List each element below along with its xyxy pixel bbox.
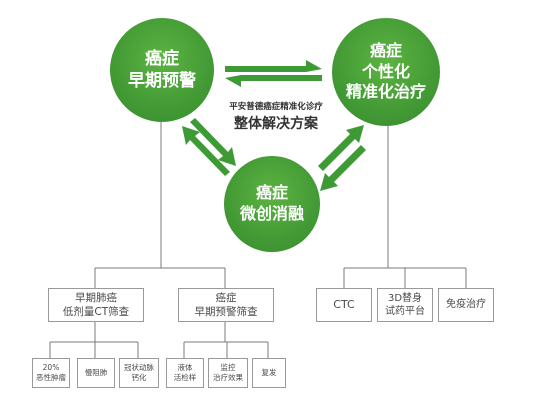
arrow-right-up-icon — [318, 125, 364, 171]
group-early-warning-screening-line1: 癌症 — [215, 291, 237, 304]
circle-precision-treatment: 癌症 个性化 精准化治疗 — [332, 18, 440, 126]
child-copd: 慢阻肺 — [77, 358, 115, 388]
child-liquid-biopsy-line2: 活检样 — [173, 373, 197, 382]
arrow-right-down-icon — [320, 145, 366, 191]
circle-early-warning-line1: 癌症 — [145, 48, 179, 69]
group-early-warning-screening: 癌症 早期预警筛查 — [178, 288, 274, 322]
arrow-top-right-icon — [225, 60, 322, 72]
circle-early-warning: 癌症 早期预警 — [110, 18, 214, 122]
child-coronary-calcification-line2: 钙化 — [131, 373, 147, 382]
item-immunotherapy-line1: 免疫治疗 — [446, 299, 486, 311]
child-coronary-calcification-line1: 冠状动脉 — [124, 362, 154, 372]
child-malignant-tumor-line1: 20% — [42, 362, 60, 372]
child-coronary-calcification: 冠状动脉 钙化 — [119, 358, 159, 388]
item-3d-avatar-platform-line1: 3D替身 — [387, 292, 423, 304]
child-monitor-treatment: 监控 治疗效果 — [208, 358, 248, 388]
group-lung-ct-screening-line1: 早期肺癌 — [75, 291, 117, 304]
group-lung-ct-screening: 早期肺癌 低剂量CT筛查 — [48, 288, 144, 322]
child-copd-line1: 慢阻肺 — [84, 367, 108, 377]
center-subtitle: 平安普德癌症精准化诊疗 — [229, 102, 323, 112]
child-recurrence: 复发 — [252, 358, 286, 388]
item-3d-avatar-platform: 3D替身 试药平台 — [377, 288, 433, 322]
child-recurrence-line1: 复发 — [261, 367, 277, 377]
center-title: 整体解决方案 — [234, 116, 318, 132]
circle-precision-treatment-line3: 精准化治疗 — [345, 82, 426, 102]
group-early-warning-screening-line2: 早期预警筛查 — [194, 306, 258, 318]
group-lung-ct-screening-line2: 低剂量CT筛查 — [62, 306, 130, 318]
circle-precision-treatment-line2: 个性化 — [361, 61, 410, 81]
circle-precision-treatment-line1: 癌症 — [369, 40, 402, 60]
item-3d-avatar-platform-line2: 试药平台 — [385, 306, 425, 317]
item-immunotherapy: 免疫治疗 — [438, 288, 494, 322]
arrow-left-up-icon — [182, 126, 230, 176]
circle-minimally-invasive: 癌症 微创消融 — [224, 156, 320, 252]
circle-minimally-invasive-line1: 癌症 — [255, 183, 288, 203]
child-liquid-biopsy-line1: 液体 — [177, 362, 193, 372]
arrow-left-down-icon — [190, 118, 236, 166]
circle-early-warning-line2: 早期预警 — [128, 71, 196, 91]
child-monitor-treatment-line1: 监控 — [220, 362, 236, 372]
circle-minimally-invasive-line2: 微创消融 — [239, 204, 304, 223]
child-liquid-biopsy: 液体 活检样 — [166, 358, 204, 388]
item-ctc: CTC — [316, 288, 372, 322]
arrow-top-left-icon — [225, 75, 322, 87]
child-malignant-tumor-line2: 恶性肿瘤 — [36, 373, 66, 382]
item-ctc-line1: CTC — [333, 297, 355, 311]
child-monitor-treatment-line2: 治疗效果 — [213, 373, 243, 382]
child-malignant-tumor: 20% 恶性肿瘤 — [32, 358, 70, 388]
